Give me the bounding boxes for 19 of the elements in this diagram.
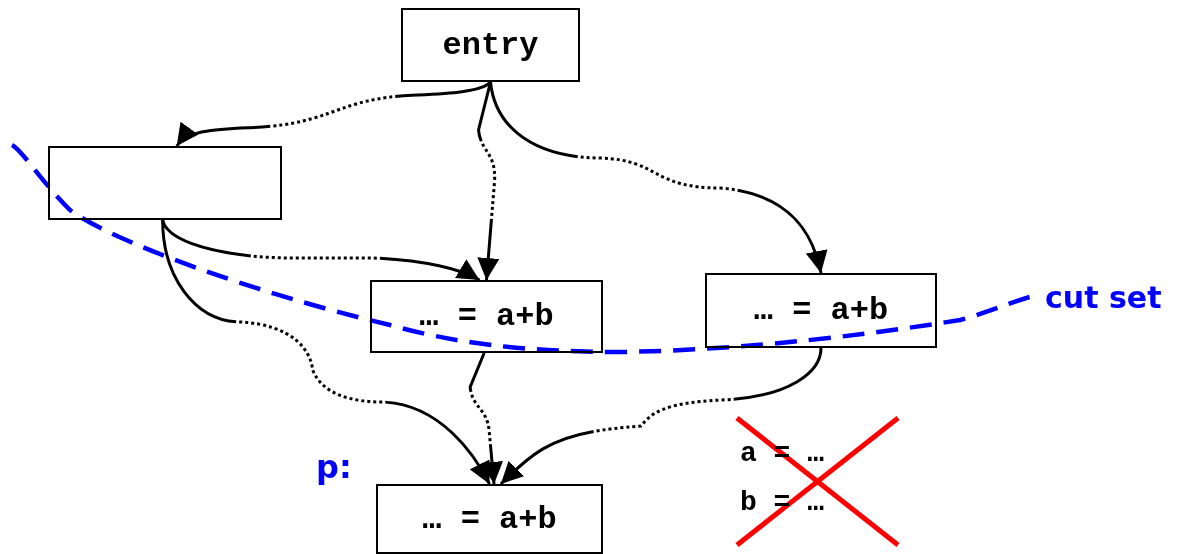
arrow (161, 219, 481, 282)
arrow (468, 352, 503, 485)
arrow (161, 219, 491, 485)
code-text: entry (442, 26, 539, 64)
statement-box (705, 273, 937, 348)
code-text: … = a+b (753, 292, 889, 329)
cut-set-label: cut set (1045, 280, 1162, 315)
arrow (499, 347, 823, 486)
code-text: … = a+b (419, 298, 554, 335)
code-text: b = … (740, 487, 824, 518)
statement-box (401, 8, 580, 82)
statement-box (376, 484, 603, 554)
empty-block-box (48, 146, 282, 220)
statement-box (370, 280, 603, 353)
code-text: … = a+b (422, 500, 557, 538)
arrow (489, 81, 827, 274)
code-text: a = … (740, 438, 824, 469)
arrow (175, 80, 492, 147)
node-tag: p: (316, 448, 352, 486)
